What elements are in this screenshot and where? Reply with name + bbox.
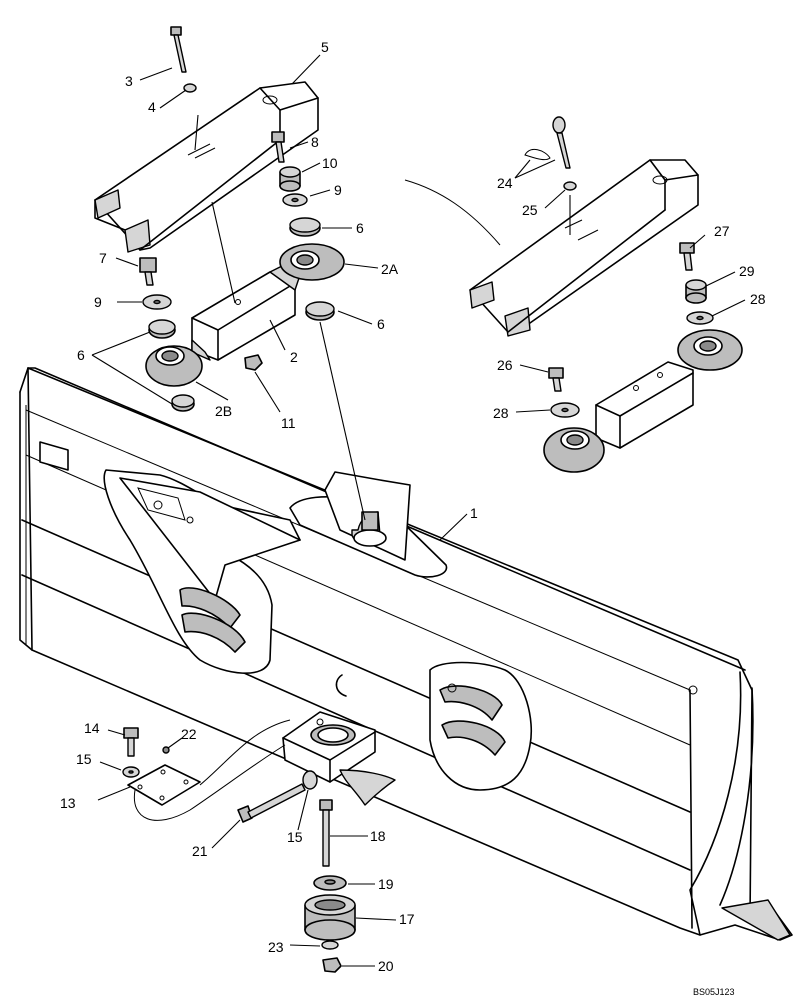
callout-18: 18 (370, 828, 386, 844)
callout-28-upper: 28 (750, 291, 766, 307)
callout-2a: 2A (381, 261, 399, 277)
callout-26: 26 (497, 357, 513, 373)
callout-8: 8 (311, 134, 319, 150)
callout-4: 4 (148, 99, 156, 115)
adjuster-right (543, 329, 743, 473)
callout-25: 25 (522, 202, 538, 218)
callout-21: 21 (192, 843, 208, 859)
callout-6-left: 6 (77, 347, 85, 363)
callout-2b: 2B (215, 403, 232, 419)
callout-27: 27 (714, 223, 730, 239)
callout-17: 17 (399, 911, 415, 927)
callout-3: 3 (125, 73, 133, 89)
lower-hardware (122, 711, 396, 973)
callout-28-lower: 28 (493, 405, 509, 421)
callout-22: 22 (181, 726, 197, 742)
callout-20: 20 (378, 958, 394, 974)
callout-29: 29 (739, 263, 755, 279)
callout-labels: 3 4 5 8 10 9 6 2A 7 9 6 6 2 2B 11 1 24 2… (60, 39, 766, 997)
callout-14: 14 (84, 720, 100, 736)
callout-15-right: 15 (287, 829, 303, 845)
callout-15-left: 15 (76, 751, 92, 767)
hardware (139, 26, 714, 418)
callout-13: 13 (60, 795, 76, 811)
callout-10: 10 (322, 155, 338, 171)
leader-lines (91, 54, 746, 967)
callout-2: 2 (290, 349, 298, 365)
callout-24: 24 (497, 175, 513, 191)
callout-6-right: 6 (377, 316, 385, 332)
callout-23: 23 (268, 939, 284, 955)
callout-9-left: 9 (94, 294, 102, 310)
callout-5: 5 (321, 39, 329, 55)
reference-code: BS05J123 (693, 987, 735, 997)
push-arm-left (94, 81, 319, 253)
dozer-blade (19, 367, 793, 941)
callout-9-top: 9 (334, 182, 342, 198)
callout-6-top: 6 (356, 220, 364, 236)
callout-1: 1 (470, 505, 478, 521)
callout-19: 19 (378, 876, 394, 892)
adjuster-left (145, 243, 345, 387)
callout-11: 11 (281, 415, 296, 431)
callout-7: 7 (99, 250, 107, 266)
push-arm-right (469, 159, 699, 337)
